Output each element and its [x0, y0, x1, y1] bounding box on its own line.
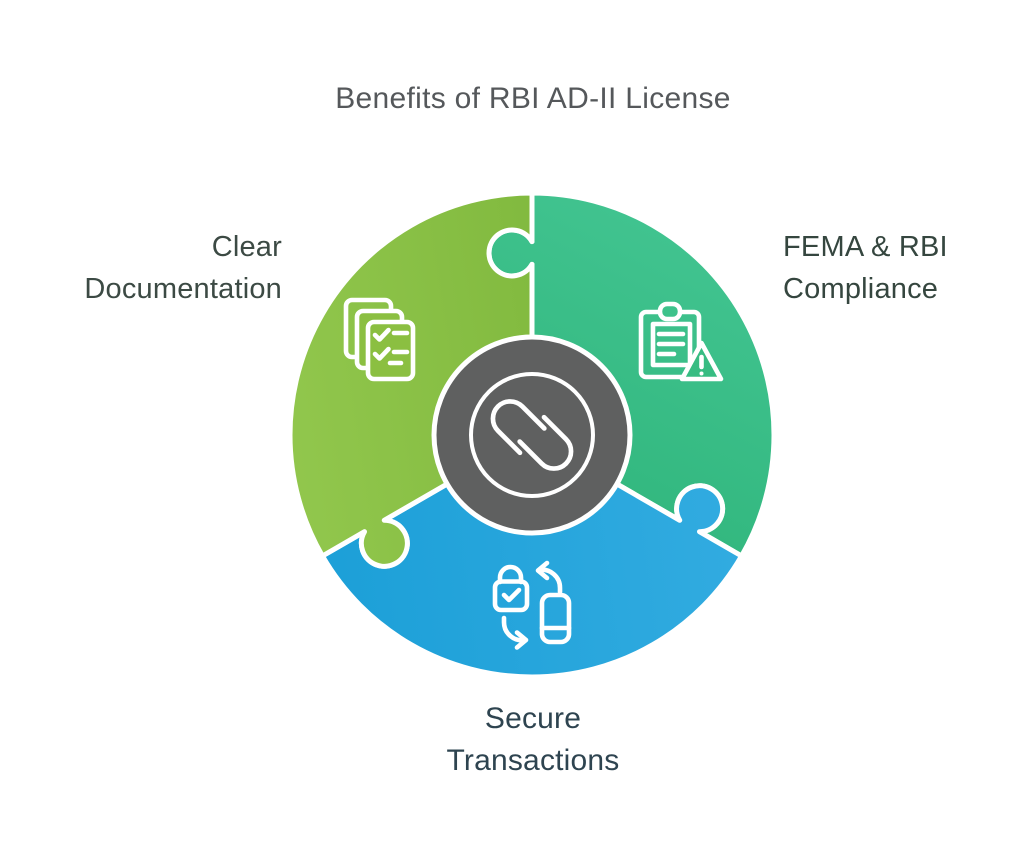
documents-checklist-icon	[343, 297, 416, 382]
page-title: Benefits of RBI AD-II License	[335, 82, 731, 115]
segment-label-secure-transactions: Secure Transactions	[446, 698, 619, 782]
segment-label-fema-rbi-compliance: FEMA & RBI Compliance	[783, 226, 948, 310]
center-hub-inner-ring	[469, 372, 595, 498]
label-line: Secure	[484, 702, 582, 735]
segment-label-clear-documentation: Clear Documentation	[84, 226, 282, 310]
label-line: Compliance	[783, 273, 939, 305]
label-line: Documentation	[84, 273, 282, 305]
linked-loops-logo	[490, 399, 574, 471]
label-line: FEMA & RBI	[783, 231, 948, 263]
clipboard-warning-icon	[638, 301, 724, 382]
label-line: Clear	[211, 231, 282, 263]
lock-phone-sync-icon	[492, 560, 572, 650]
label-line: Transactions	[446, 744, 620, 777]
center-hub-disc	[431, 334, 633, 536]
